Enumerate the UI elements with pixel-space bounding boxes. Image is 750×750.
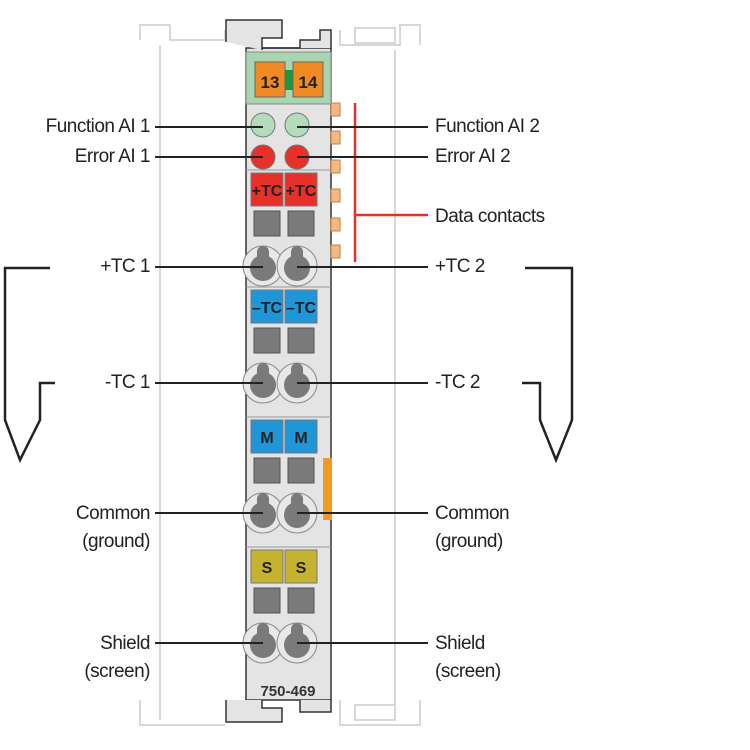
label-line: (ground) [435, 531, 503, 552]
leader-lines [155, 126, 428, 644]
clamp-common-2[interactable] [284, 502, 310, 528]
label-shield-left: Shield (screen) [0, 630, 150, 686]
push-button-shield-1[interactable] [253, 587, 281, 614]
thermocouple-1-icon [3, 266, 55, 464]
push-button-shield-2[interactable] [287, 587, 315, 614]
push-button-plus-tc-1[interactable] [253, 210, 281, 237]
common-marker-label: M [294, 430, 307, 447]
clamp-common-1[interactable] [250, 502, 276, 528]
label-line: (screen) [435, 661, 501, 682]
push-button-common-2[interactable] [287, 457, 315, 484]
common-marker-1 [250, 419, 284, 454]
clamp-slot [257, 363, 269, 379]
label-data-contacts: Data contacts [435, 206, 545, 227]
minus-tc-marker-2 [284, 289, 318, 324]
top-rail-clip [225, 19, 332, 50]
label-tc2-plus: +TC 2 [435, 256, 485, 277]
plus-tc-marker-2 [284, 172, 318, 207]
clamp-slot [291, 493, 303, 509]
plus-tc-marker-label: +TC [252, 183, 283, 200]
clamp-slot [291, 623, 303, 639]
data-contacts [330, 102, 341, 259]
label-line: Common [75, 503, 151, 524]
label-shield-right: Shield (screen) [435, 630, 501, 686]
shield-marker-label: S [262, 560, 273, 577]
shield-marker-label: S [296, 560, 307, 577]
push-button-common-1[interactable] [253, 457, 281, 484]
label-error-ai1: Error AI 1 [74, 146, 151, 167]
clamp-minus-tc-1[interactable] [250, 372, 276, 398]
common-marker-label: M [260, 430, 273, 447]
clamp-slot [257, 493, 269, 509]
minus-tc-marker-1 [250, 289, 284, 324]
clamp-minus-tc-2[interactable] [284, 372, 310, 398]
bottom-rail-clip [225, 700, 332, 723]
led-function-ai1 [250, 112, 276, 138]
label-line: Shield [435, 633, 485, 654]
label-common-right: Common (ground) [435, 500, 510, 556]
clamp-shield-1[interactable] [250, 632, 276, 658]
label-line: Common [435, 503, 510, 524]
minus-tc-marker-label: –TC [252, 300, 283, 317]
plus-tc-marker-label: +TC [286, 183, 317, 200]
label-line: Shield [100, 633, 150, 654]
part-number: 750-469 [260, 683, 315, 700]
label-function-ai1: Function AI 1 [45, 116, 151, 137]
label-common-left: Common (ground) [0, 500, 151, 556]
plus-tc-marker-1 [250, 172, 284, 207]
label-tc1-minus: -TC 1 [105, 372, 151, 393]
terminal-13 [254, 61, 286, 98]
clamp-slot [257, 246, 269, 262]
label-line: (screen) [84, 661, 150, 682]
label-tc2-minus: -TC 2 [435, 372, 481, 393]
data-contacts-bracket [353, 103, 428, 262]
power-jumper-contact [323, 458, 332, 520]
clamp-shield-2[interactable] [284, 632, 310, 658]
push-button-minus-tc-2[interactable] [287, 327, 315, 354]
shield-marker-1 [250, 549, 284, 584]
terminal-13-label: 13 [261, 73, 280, 92]
shield-marker-2 [284, 549, 318, 584]
led-function-ai2 [284, 112, 310, 138]
clamp-slot [291, 363, 303, 379]
terminal-14 [292, 61, 324, 98]
label-tc1-plus: +TC 1 [100, 256, 150, 277]
push-button-minus-tc-1[interactable] [253, 327, 281, 354]
push-button-plus-tc-2[interactable] [287, 210, 315, 237]
minus-tc-marker-label: –TC [286, 300, 317, 317]
label-error-ai2: Error AI 2 [435, 146, 511, 167]
label-function-ai2: Function AI 2 [435, 116, 540, 137]
thermocouple-2-icon [522, 266, 574, 464]
common-marker-2 [284, 419, 318, 454]
label-line: (ground) [82, 531, 150, 552]
clamp-slot [291, 246, 303, 262]
terminal-14-label: 14 [299, 73, 318, 92]
clamp-slot [257, 623, 269, 639]
